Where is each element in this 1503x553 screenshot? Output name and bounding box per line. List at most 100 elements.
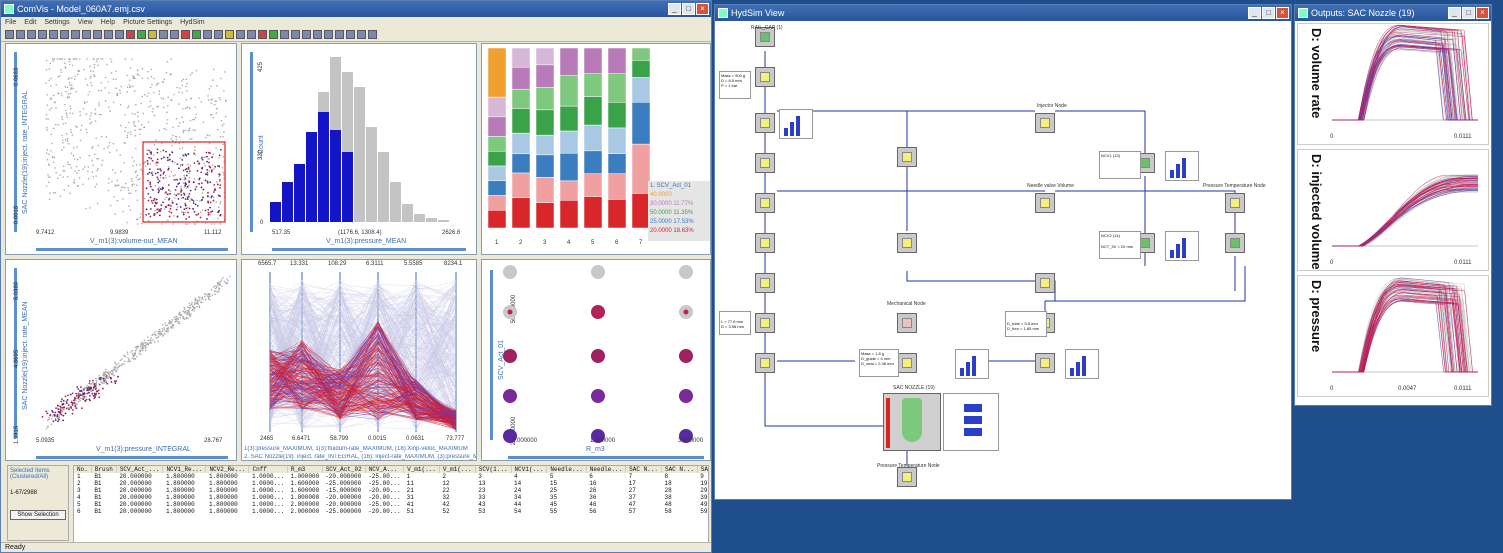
column-header[interactable]: V_m1(... [439,466,476,473]
y-axis-bar[interactable] [490,270,493,440]
x-axis-bar[interactable] [36,456,228,459]
y-axis-bar[interactable] [250,52,253,232]
close-button[interactable]: × [1476,7,1489,19]
close-button[interactable]: × [696,3,709,15]
toolbar-icon[interactable] [192,30,201,39]
menu-picture-settings[interactable]: Picture Settings [123,19,173,26]
toolbar-icon[interactable] [302,30,311,39]
toolbar-icon[interactable] [115,30,124,39]
legend-item-3[interactable]: 25.0000 17.53% [650,219,694,225]
output-plot-svg[interactable] [1328,276,1488,386]
stacked-bar-plot[interactable] [482,44,711,255]
volume-component[interactable] [755,113,775,133]
param-box-cnf[interactable]: D_tube = 5.8 mm D_thru = 1.85 mm [1005,311,1047,337]
toolbar-icon[interactable] [335,30,344,39]
volume-component[interactable] [755,353,775,373]
pipe-component[interactable] [897,467,917,487]
column-header[interactable]: SCV(1... [475,466,512,473]
toolbar-icon[interactable] [280,30,289,39]
comvis-titlebar[interactable]: ComVis - Model_060A7.emj.csv _ □ × [1,1,711,17]
param-box-line[interactable]: L = 77.6 mm D = 3.98 mm [719,311,751,335]
toolbar-icon[interactable] [148,30,157,39]
toolbar-icon[interactable] [159,30,168,39]
pipe-component[interactable] [1225,193,1245,213]
toolbar-icon[interactable] [181,30,190,39]
outputs-titlebar[interactable]: Outputs: SAC Nozzle (19) _ □ × [1295,5,1491,21]
legend-item-1[interactable]: 30.0000 11.77% [650,201,694,207]
toolbar-icon[interactable] [126,30,135,39]
scatterplot-panel-1[interactable]: SAC Nozzle(19):inject. rate_INTEGRAL 0.0… [5,43,237,255]
maximize-button[interactable]: □ [1462,7,1475,19]
toolbar-icon[interactable] [203,30,212,39]
column-header[interactable]: Brush [91,466,117,473]
toolbar-icon[interactable] [27,30,36,39]
scatter1-plot[interactable] [6,44,237,255]
pipe-component[interactable] [755,313,775,333]
maximize-button[interactable]: □ [682,3,695,15]
pipe-component[interactable] [755,67,775,87]
column-header[interactable]: Needle... [586,466,627,473]
toolbar-icon[interactable] [71,30,80,39]
valve-component[interactable] [1225,233,1245,253]
menu-file[interactable]: File [5,19,17,26]
y-axis-bar[interactable] [14,268,17,438]
volume-component[interactable] [1035,273,1055,293]
bubble-plot[interactable] [482,260,711,461]
x-axis-bar[interactable] [36,248,228,251]
toolbar-icon[interactable] [5,30,14,39]
volume-component[interactable] [1035,113,1055,133]
pipe-component[interactable] [897,233,917,253]
column-header[interactable]: SCV_Act_02 [322,466,366,473]
minimize-button[interactable]: _ [668,3,681,15]
histogram-panel[interactable]: Count 0 320 425 517.35 (1176.6, 1308.4) … [241,43,477,255]
pipe-component[interactable] [755,153,775,173]
toolbar-icon[interactable] [357,30,366,39]
minimize-button[interactable]: _ [1248,7,1261,19]
toolbar-icon[interactable] [324,30,333,39]
column-header[interactable]: Needle... [546,466,587,473]
mini-histogram[interactable] [779,109,813,139]
maximize-button[interactable]: □ [1262,7,1275,19]
toolbar-icon[interactable] [49,30,58,39]
volume-component[interactable] [1035,353,1055,373]
parallel-plot[interactable] [242,260,477,461]
column-header[interactable]: No. [74,466,92,473]
toolbar-icon[interactable] [137,30,146,39]
toolbar-icon[interactable] [16,30,25,39]
column-header[interactable]: R_m3 [287,466,323,473]
minimize-button[interactable]: _ [1448,7,1461,19]
toolbar-icon[interactable] [214,30,223,39]
toolbar-icon[interactable] [60,30,69,39]
toolbar-icon[interactable] [82,30,91,39]
mechanical-component[interactable] [897,313,917,333]
hydsim-titlebar[interactable]: HydSim View _ □ × [715,5,1291,21]
legend-item-2[interactable]: 50.0000 11.35% [650,210,694,216]
column-header[interactable]: NCV2_Re... [205,466,250,473]
column-header[interactable]: SCV_Act_... [116,466,164,473]
mini-histogram[interactable] [955,349,989,379]
param-box-ncv1[interactable]: NCV1 (13) [1099,151,1141,179]
volume-component[interactable] [1035,193,1055,213]
toolbar-icon[interactable] [247,30,256,39]
toolbar-icon[interactable] [104,30,113,39]
toolbar-icon[interactable] [291,30,300,39]
param-box-needle[interactable]: Mass = 1.8 g D_guide = 4 mm D_seat = 2.3… [859,349,899,377]
pipe-component[interactable] [897,147,917,167]
x-axis-bar[interactable] [272,248,466,251]
close-button[interactable]: × [1276,7,1289,19]
y-axis-bar[interactable] [14,52,17,232]
param-box-ncv2[interactable]: NCV2 (14) NCT_3V = 20 mm [1099,231,1141,259]
menu-help[interactable]: Help [100,19,116,26]
toolbar-icon[interactable] [346,30,355,39]
mini-histogram[interactable] [1065,349,1099,379]
legend-item-4[interactable]: 20.0000 18.63% [650,228,694,234]
hydsim-diagram[interactable] [715,21,1291,499]
menu-settings[interactable]: Settings [44,19,70,26]
